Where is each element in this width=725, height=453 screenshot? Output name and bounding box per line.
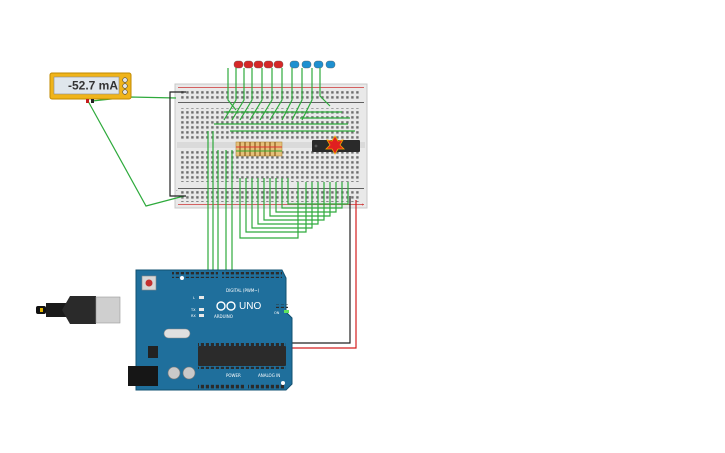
led[interactable] bbox=[273, 60, 284, 69]
analog-header[interactable] bbox=[248, 383, 284, 389]
voltage-regulator bbox=[148, 346, 158, 358]
board-model: UNO bbox=[239, 301, 261, 312]
multimeter-reading: -52.7 mA bbox=[68, 79, 118, 93]
power-led bbox=[284, 310, 289, 313]
multimeter-jack-icon[interactable] bbox=[122, 77, 128, 83]
digital-label: DIGITAL (PWM~) bbox=[226, 288, 260, 293]
led[interactable] bbox=[313, 60, 324, 69]
led-row[interactable] bbox=[233, 60, 336, 69]
brand-label: ARDUINO bbox=[214, 314, 233, 319]
led[interactable] bbox=[325, 60, 336, 69]
power-header[interactable] bbox=[198, 383, 244, 389]
shift-register-chip[interactable] bbox=[312, 135, 360, 155]
l-led bbox=[199, 296, 204, 299]
capacitor bbox=[167, 366, 181, 380]
led[interactable] bbox=[243, 60, 254, 69]
led[interactable] bbox=[233, 60, 244, 69]
mount-hole bbox=[281, 381, 285, 385]
led[interactable] bbox=[263, 60, 274, 69]
reset-icon bbox=[145, 279, 153, 287]
resistor-array[interactable] bbox=[235, 141, 283, 157]
rx-label: RX bbox=[191, 314, 196, 318]
mount-hole bbox=[180, 276, 184, 280]
breadboard-minus-label: - bbox=[176, 188, 178, 193]
top-power-rail-holes[interactable] bbox=[180, 89, 360, 100]
led[interactable] bbox=[301, 60, 312, 69]
probe-black[interactable] bbox=[91, 99, 94, 103]
usb-plug-icon bbox=[40, 308, 43, 312]
arduino-logo bbox=[216, 301, 236, 311]
error-burst-icon bbox=[325, 135, 345, 155]
analog-label: ANALOG IN bbox=[258, 373, 280, 378]
multimeter-jack-icon[interactable] bbox=[122, 83, 128, 89]
tx-led bbox=[199, 308, 204, 311]
crystal-oscillator bbox=[163, 328, 191, 339]
signal-wires[interactable] bbox=[87, 68, 355, 270]
atmega-chip bbox=[198, 346, 286, 366]
probe-red[interactable] bbox=[86, 99, 89, 103]
capacitor bbox=[182, 366, 196, 380]
multimeter-jack-icon[interactable] bbox=[122, 89, 128, 95]
icsp-header[interactable] bbox=[276, 304, 288, 308]
led[interactable] bbox=[289, 60, 300, 69]
rx-led bbox=[199, 314, 204, 317]
tx-label: TX bbox=[190, 308, 196, 312]
breadboard-plus-label: + bbox=[361, 202, 364, 207]
arduino-uno-board[interactable]: DIGITAL (PWM~) UNO ARDUINO L TX RX ON bbox=[128, 269, 293, 391]
led[interactable] bbox=[253, 60, 264, 69]
on-label: ON bbox=[274, 311, 280, 315]
multimeter[interactable]: -52.7 mA bbox=[49, 72, 132, 103]
power-label: POWER bbox=[226, 373, 241, 378]
power-jack[interactable] bbox=[128, 366, 158, 386]
l-led-label: L bbox=[193, 296, 195, 300]
usb-cable[interactable] bbox=[36, 296, 121, 324]
